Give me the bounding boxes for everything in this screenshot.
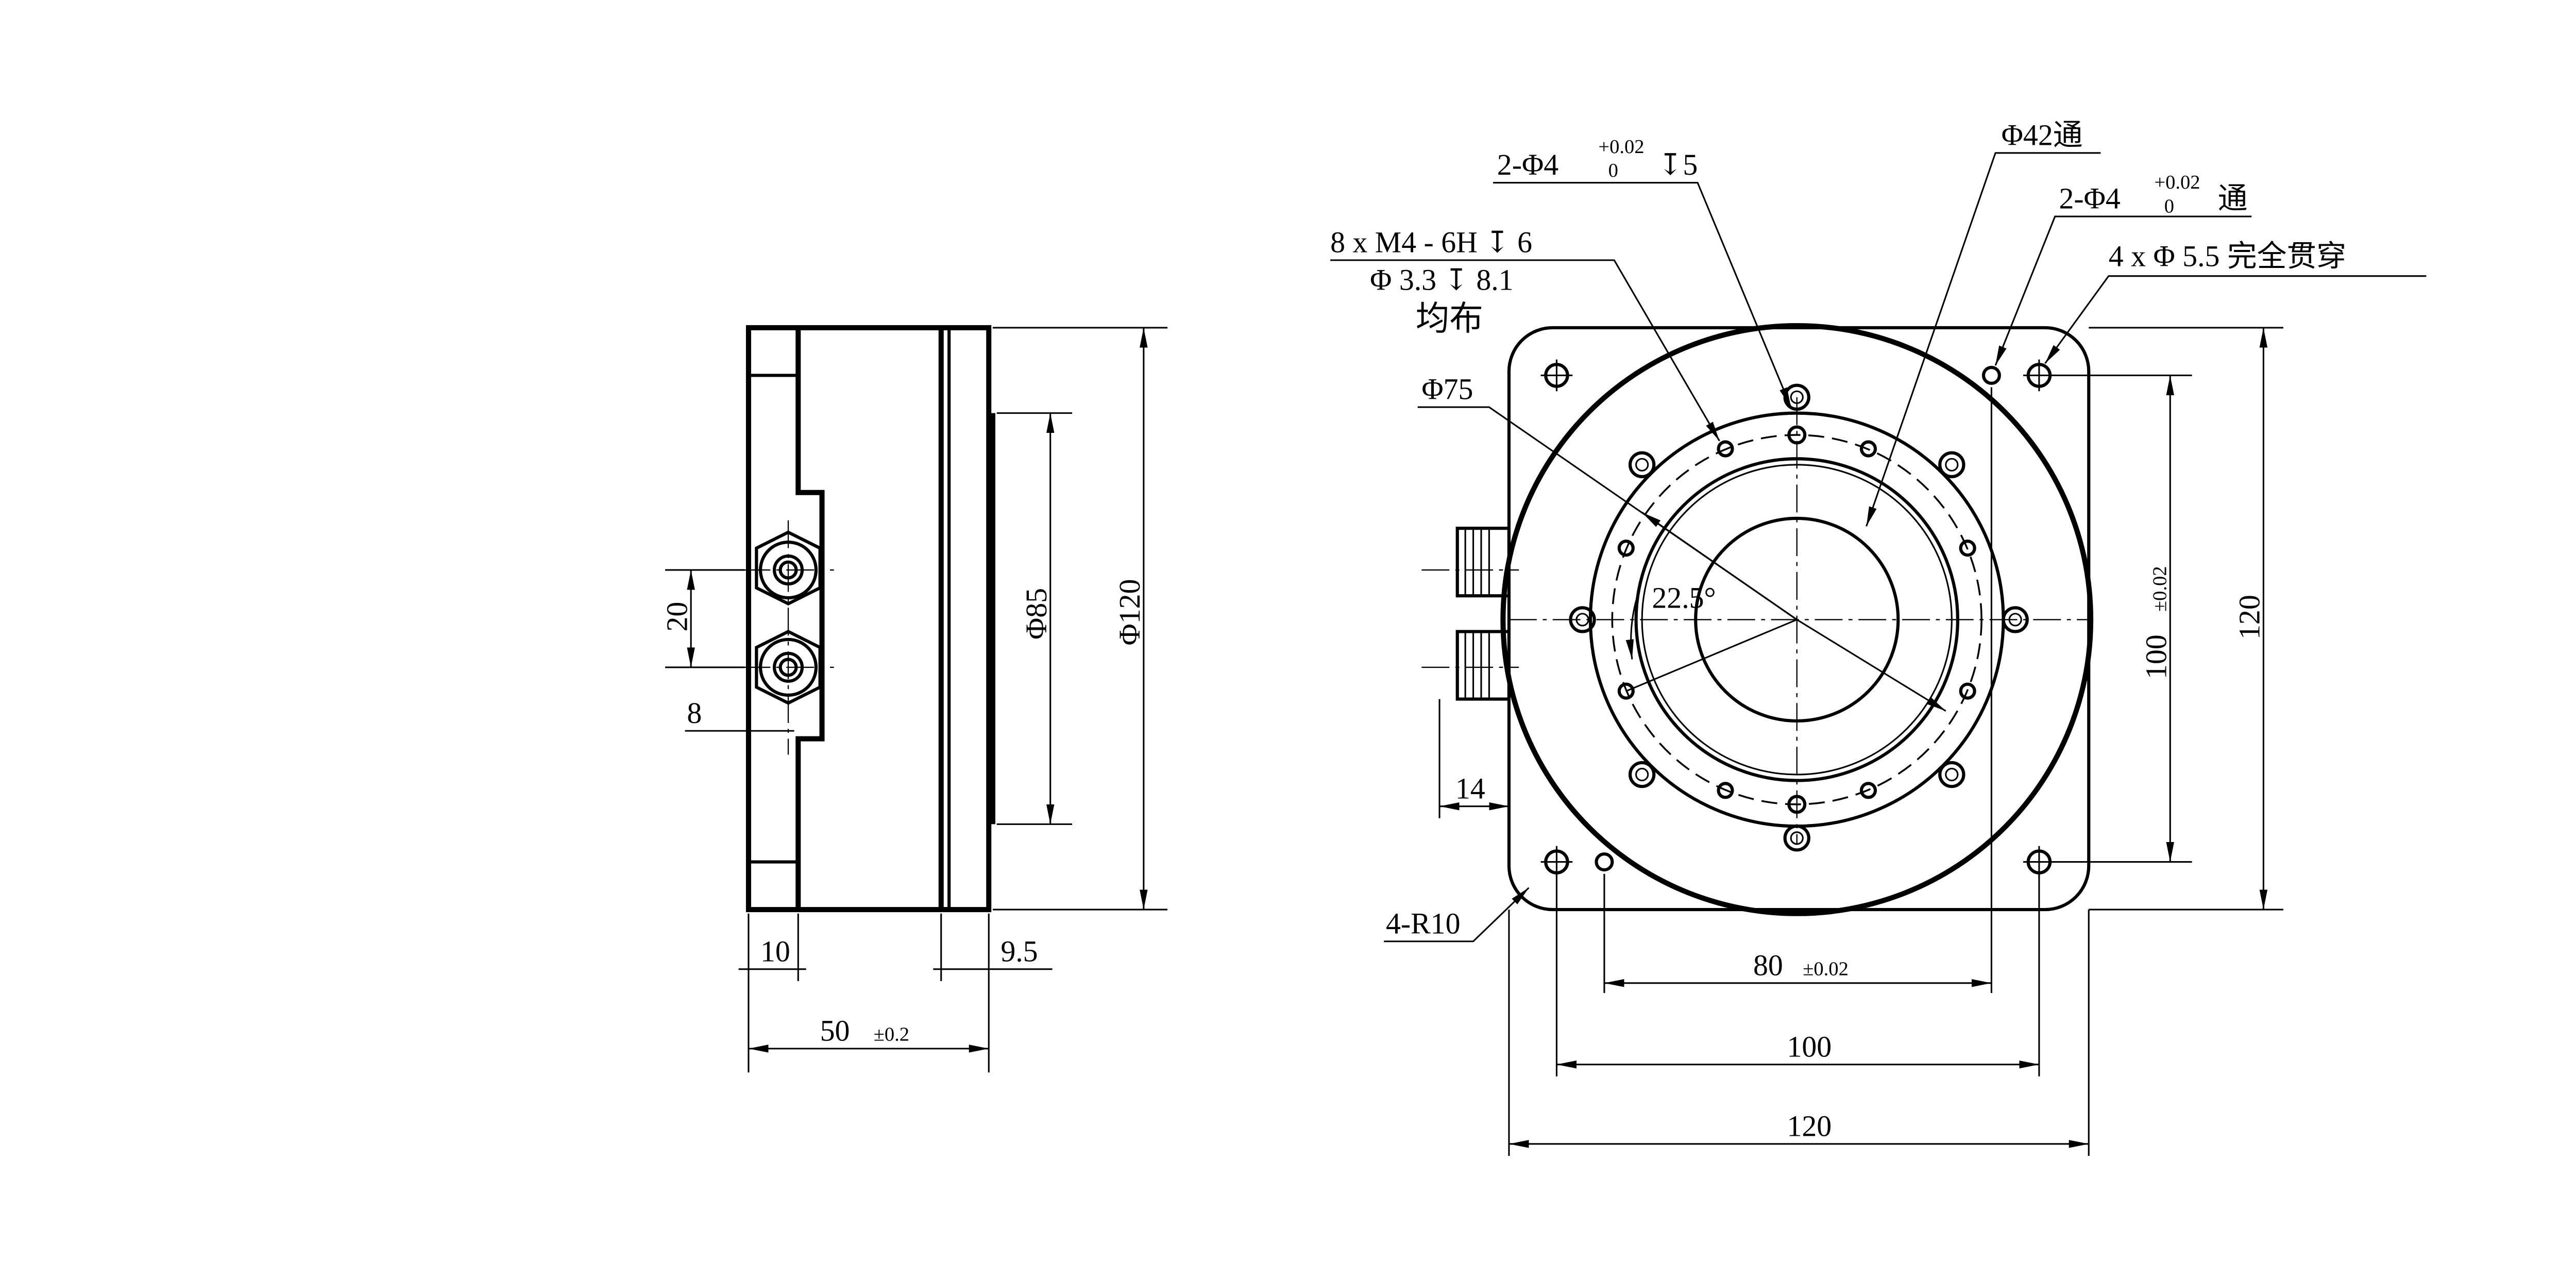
dim-9-5-label: 9.5 [1001, 934, 1038, 968]
svg-text:100: 100 [2140, 634, 2173, 679]
corner-mount-holes [1540, 359, 2055, 878]
svg-text:2-Φ4: 2-Φ4 [1497, 148, 1558, 181]
svg-text:Φ 3.3 ↧ 8.1: Φ 3.3 ↧ 8.1 [1370, 263, 1514, 297]
svg-text:Φ75: Φ75 [1421, 373, 1473, 406]
svg-text:±0.02: ±0.02 [2149, 566, 2171, 612]
side-view: 20 8 10 9.5 50 ±0.2 Φ85 Φ120 [660, 325, 1168, 1073]
angle-dimension: 22.5° [1625, 581, 1946, 712]
svg-text:Φ42通: Φ42通 [2002, 118, 2083, 152]
dim-100-horizontal: 100 [1555, 873, 2040, 1077]
dim-20-label: 20 [660, 602, 693, 632]
dim-80: 80 ±0.02 [1603, 387, 1992, 993]
front-view: 2-Φ4 +0.02 0 ↧5 Φ42通 2-Φ4 +0.02 0 通 4 x … [1330, 118, 2427, 1156]
callout-d75: Φ75 [1417, 373, 1798, 620]
dim-10-label: 10 [760, 934, 790, 968]
svg-text:80: 80 [1753, 948, 1783, 982]
svg-text:通: 通 [2218, 182, 2248, 215]
svg-text:2-Φ4: 2-Φ4 [2059, 182, 2120, 215]
callout-mount-holes: 4 x Φ 5.5 完全贯穿 [2044, 239, 2427, 364]
svg-text:14: 14 [1455, 771, 1485, 805]
dim-120-vertical: 120 [2089, 327, 2283, 911]
callout-pin-hole-through: 2-Φ4 +0.02 0 通 [1994, 172, 2252, 366]
svg-text:22.5°: 22.5° [1652, 581, 1716, 614]
side-body-outline [745, 325, 995, 913]
svg-text:均布: 均布 [1416, 300, 1483, 338]
dim-d120-label: Φ120 [1113, 579, 1146, 646]
dim-14: 14 [1438, 699, 1510, 818]
callout-bore: Φ42通 [1866, 118, 2101, 527]
rotary-table-outer [1500, 323, 2094, 916]
svg-text:4 x Φ 5.5 完全贯穿: 4 x Φ 5.5 完全贯穿 [2109, 239, 2346, 273]
svg-text:120: 120 [2233, 595, 2266, 640]
dim-100-vertical: 100 ±0.02 [2051, 374, 2192, 863]
svg-text:↧5: ↧5 [1658, 148, 1698, 181]
svg-text:4-R10: 4-R10 [1386, 906, 1461, 940]
dim-50-label: 50 [820, 1014, 850, 1047]
callout-thread-holes: 8 x M4 - 6H ↧ 6 Φ 3.3 ↧ 8.1 均布 [1330, 225, 1720, 442]
callout-corner-radius: 4-R10 [1384, 887, 1530, 943]
svg-text:0: 0 [1608, 160, 1618, 181]
svg-text:+0.02: +0.02 [1598, 136, 1644, 158]
svg-text:100: 100 [1787, 1030, 1832, 1063]
callout-pin-hole-blind: 2-Φ4 +0.02 0 ↧5 [1493, 136, 1792, 408]
dim-50-tolerance: ±0.2 [874, 1023, 909, 1045]
m4-thread-holes [1617, 425, 1976, 814]
dim-8-label: 8 [687, 696, 702, 730]
svg-text:120: 120 [1787, 1109, 1832, 1142]
cable-glands [1421, 527, 1519, 701]
svg-text:±0.02: ±0.02 [1803, 958, 1849, 980]
dim-120-horizontal: 120 [1508, 910, 2090, 1156]
dim-d85-label: Φ85 [1020, 588, 1053, 640]
svg-text:0: 0 [2164, 195, 2174, 217]
svg-text:+0.02: +0.02 [2154, 172, 2200, 193]
svg-text:8 x M4 - 6H ↧ 6: 8 x M4 - 6H ↧ 6 [1330, 225, 1532, 259]
